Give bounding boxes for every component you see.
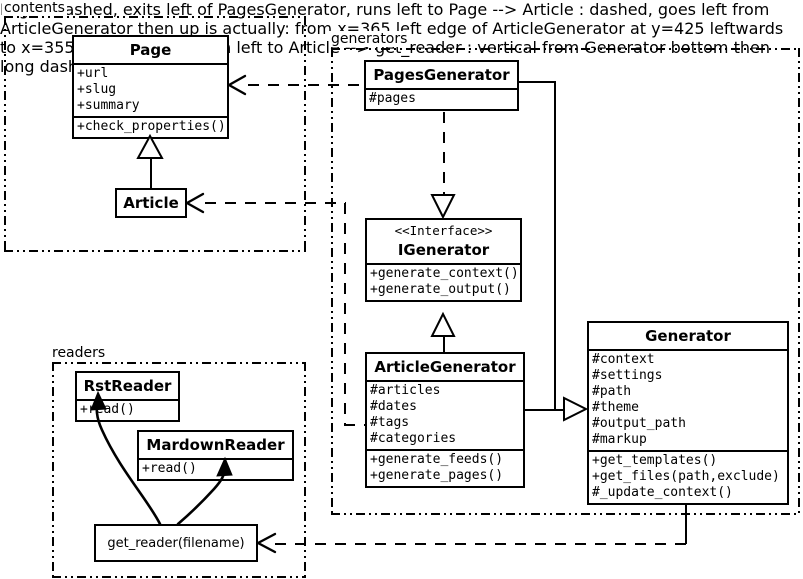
- package-contents-border-top: [4, 16, 306, 18]
- class-igenerator[interactable]: <<Interface>> IGenerator +generate_conte…: [365, 218, 522, 302]
- class-article[interactable]: Article: [115, 188, 187, 218]
- dependency-articlegenerator-to-article-seg-v: [344, 203, 346, 425]
- package-generators-border-left: [331, 48, 333, 515]
- operation-row: +generate_context(): [370, 266, 519, 281]
- attribute-row: #pages: [369, 91, 416, 106]
- operation-row: #_update_context(): [592, 485, 733, 500]
- hollow-triangle-igenerator-from-articlegenerator: [430, 311, 456, 337]
- operation-row: +check_properties(): [77, 119, 226, 134]
- attribute-row: #articles: [370, 383, 441, 398]
- generalization-pagesgenerator-to-generator-seg-h: [518, 81, 556, 83]
- class-generator-attributes: #context #settings #path #theme #output_…: [589, 349, 787, 450]
- attribute-row: +slug: [77, 82, 117, 97]
- package-readers-border-top: [52, 362, 306, 364]
- realization-pagesgenerator-to-igenerator-line: [443, 112, 445, 197]
- function-get-reader-label: get_reader(filename): [107, 535, 245, 551]
- operation-row: +generate_feeds(): [370, 452, 504, 467]
- hollow-triangle-generator: [563, 396, 589, 422]
- class-igenerator-operations: +generate_context() +generate_output(): [367, 263, 520, 300]
- attribute-row: #markup: [592, 432, 647, 447]
- class-mardown-reader-title: MardownReader: [146, 436, 285, 454]
- class-article-generator-attributes: #articles #dates #tags #categories: [367, 380, 523, 449]
- open-arrowhead-to-page: [227, 74, 247, 96]
- class-article-generator-title: ArticleGenerator: [374, 358, 516, 376]
- class-generator-operations: +get_templates() +get_files(path,exclude…: [589, 450, 787, 503]
- function-get-reader[interactable]: get_reader(filename): [94, 524, 258, 562]
- class-igenerator-name: IGenerator: [397, 241, 490, 259]
- package-generators-border-top: [331, 48, 800, 50]
- attribute-row: +url: [77, 66, 109, 81]
- package-label-contents: contents: [2, 0, 67, 16]
- package-generators-border-bottom: [331, 513, 800, 515]
- class-page-operations: +check_properties(): [74, 116, 227, 137]
- class-page-attributes: +url +slug +summary: [74, 63, 227, 116]
- class-page[interactable]: Page +url +slug +summary +check_properti…: [72, 35, 229, 139]
- operation-row: +generate_output(): [370, 282, 511, 297]
- dependency-articlegenerator-to-article-seg-h1: [344, 424, 366, 426]
- class-mardown-reader-operations: +read(): [139, 458, 292, 479]
- hollow-triangle-igenerator-from-pagesgenerator: [430, 194, 456, 220]
- hollow-triangle-page: [136, 133, 164, 159]
- package-contents-border-left: [4, 16, 6, 252]
- class-pages-generator-title: PagesGenerator: [373, 66, 510, 84]
- class-mardown-reader[interactable]: MardownReader +read(): [137, 430, 294, 481]
- attribute-row: #settings: [592, 368, 663, 383]
- package-label-readers: readers: [50, 345, 108, 361]
- dependency-generator-to-getreader-seg-h: [275, 543, 687, 545]
- attribute-row: #categories: [370, 431, 457, 446]
- dependency-articlegenerator-to-article-seg-h2: [205, 202, 346, 204]
- attribute-row: #tags: [370, 415, 410, 430]
- class-rst-reader-title: RstReader: [83, 377, 172, 395]
- package-readers-border-right: [304, 362, 306, 578]
- attribute-row: +summary: [77, 98, 140, 113]
- class-article-generator-operations: +generate_feeds() +generate_pages(): [367, 449, 523, 486]
- open-arrowhead-to-article: [185, 192, 205, 214]
- attribute-row: #theme: [592, 400, 639, 415]
- package-contents-border-bottom: [4, 250, 306, 252]
- package-contents-border-right: [304, 16, 306, 252]
- class-article-generator[interactable]: ArticleGenerator #articles #dates #tags …: [365, 352, 525, 488]
- attribute-row: #output_path: [592, 416, 686, 431]
- dependency-pagesgenerator-to-page-line: [248, 84, 365, 86]
- class-pages-generator[interactable]: PagesGenerator #pages: [364, 60, 519, 111]
- operation-row: +generate_pages(): [370, 468, 504, 483]
- operation-row: +get_files(path,exclude): [592, 469, 780, 484]
- package-generators-border-right: [798, 48, 800, 515]
- class-rst-reader[interactable]: RstReader +read(): [75, 371, 180, 422]
- class-generator[interactable]: Generator #context #settings #path #them…: [587, 321, 789, 505]
- class-igenerator-stereotype: <<Interface>>: [394, 223, 493, 238]
- attribute-row: #dates: [370, 399, 417, 414]
- operation-row: +read(): [142, 461, 197, 476]
- class-igenerator-title: <<Interface>> IGenerator: [367, 220, 520, 263]
- generalization-articlegenerator-to-generator-seg-h: [524, 409, 566, 411]
- class-page-title: Page: [129, 41, 172, 59]
- generalization-articlegenerator-to-igenerator-line: [443, 336, 445, 353]
- class-article-title: Article: [123, 194, 179, 212]
- package-readers-border-left: [52, 362, 54, 578]
- operation-row: +get_templates(): [592, 453, 718, 468]
- generalization-article-to-page-line: [150, 156, 152, 189]
- generalization-pagesgenerator-to-generator-seg-v: [554, 81, 556, 410]
- open-arrowhead-to-get-reader: [256, 532, 277, 554]
- operation-row: +read(): [80, 402, 135, 417]
- package-readers-border-bottom: [52, 576, 306, 578]
- class-generator-title: Generator: [645, 327, 731, 345]
- dependency-generator-to-getreader-seg-v: [685, 500, 687, 544]
- class-pages-generator-attributes: #pages: [366, 88, 517, 109]
- package-label-generators: generators: [329, 31, 410, 47]
- attribute-row: #context: [592, 352, 655, 367]
- class-rst-reader-operations: +read(): [77, 399, 178, 420]
- attribute-row: #path: [592, 384, 632, 399]
